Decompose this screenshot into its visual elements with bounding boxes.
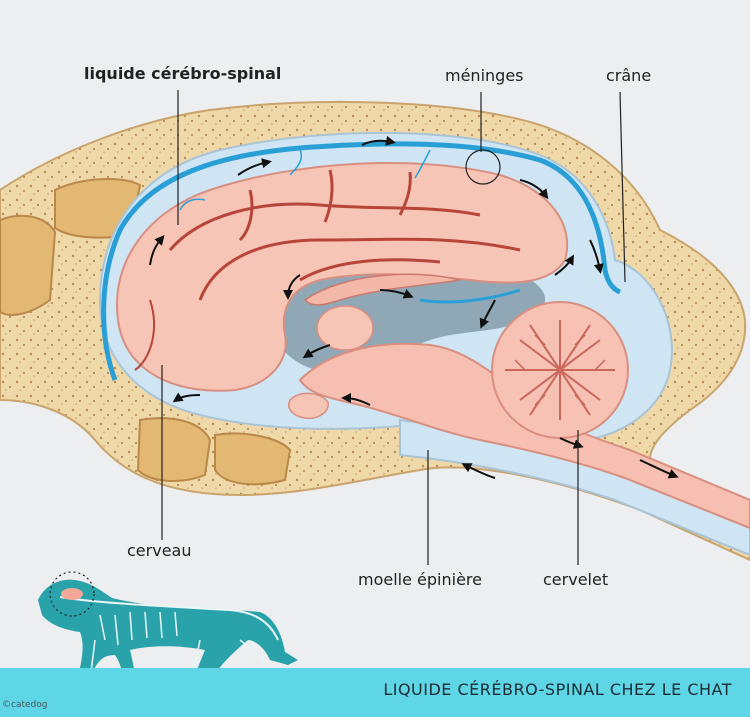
meninges-membrane — [419, 288, 521, 304]
cerebellum-label: cervelet — [543, 570, 609, 589]
cerebellum — [491, 301, 629, 439]
meninges-vessel — [179, 149, 431, 211]
footer-banner: LIQUIDE CÉRÉBRO-SPINAL CHEZ LE CHAT — [0, 668, 750, 717]
cat-skeleton-inset — [38, 571, 298, 706]
meninges-membrane — [101, 141, 622, 381]
cerebrum — [116, 162, 569, 392]
brain-fold — [198, 237, 521, 301]
brain-fold — [238, 189, 254, 242]
brainstem-spinal-cord — [298, 342, 750, 530]
spinal-cord-label: moelle épinière — [358, 570, 482, 589]
cerebrum-label: cerveau — [127, 541, 192, 560]
meninges-label: méninges — [445, 66, 524, 85]
brain-fold — [134, 299, 156, 371]
hypophysis — [288, 392, 329, 420]
csf-flow-arrows — [149, 135, 679, 479]
thalamus — [316, 305, 374, 351]
diagram-title: LIQUIDE CÉRÉBRO-SPINAL CHEZ LE CHAT — [383, 680, 732, 699]
copyright-credit: ©catedog — [2, 700, 48, 710]
brain-fold — [398, 171, 412, 216]
label-leader-lines — [161, 90, 626, 565]
sinus-cavity — [214, 432, 292, 486]
brain-fold — [323, 169, 334, 223]
csf-label: liquide cérébro-spinal — [84, 64, 282, 83]
sinus-cavity — [136, 417, 212, 482]
skull-label: crâne — [606, 66, 652, 85]
sinus-cavity — [0, 214, 57, 316]
brain-fold — [299, 258, 441, 282]
brain-fold — [168, 202, 481, 251]
